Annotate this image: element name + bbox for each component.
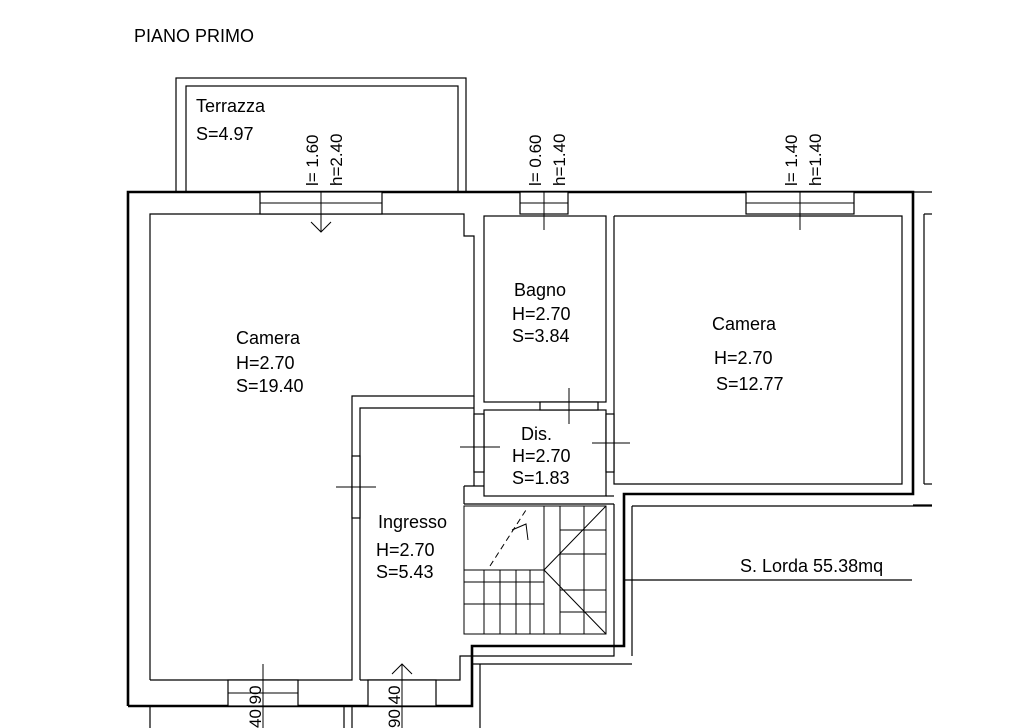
door-dis-right [592,413,630,473]
lower-right-outline [149,505,932,728]
opening-height: h=1.40 [550,134,569,186]
window-bagno [519,191,569,230]
opening-width: l= 0.60 [526,134,545,186]
opening-height: h=2.40 [327,134,346,186]
dim-door-bottom-ingresso: 90 40 [385,685,404,728]
room-name: Dis. [521,424,552,444]
room-area: S=3.84 [512,326,570,346]
opening-height: h=1.40 [806,134,825,186]
dim-window-terrace: l= 1.60 h=2.40 [303,134,346,186]
door-bottom-ingresso [367,663,437,728]
room-name: Camera [712,314,777,334]
room-bagno: Bagno H=2.70 S=3.84 [512,280,571,346]
gross-area-label: S. Lorda 55.38mq [740,556,883,576]
door-dis-bagno [539,388,599,424]
door-dis-left [460,413,500,473]
dim-window-bottom-left: 40 90 [246,685,265,728]
room-height: H=2.70 [376,540,435,560]
room-height: H=2.70 [714,348,773,368]
window-terrace [259,191,383,233]
room-area: S=4.97 [196,124,254,144]
room-camera-left: Camera H=2.70 S=19.40 [236,328,304,396]
dim-window-bagno: l= 0.60 h=1.40 [526,134,569,186]
dim-window-camera-right: l= 1.40 h=1.40 [782,134,825,186]
window-bottom-left [227,664,299,728]
exterior-walls [126,190,932,708]
staircase [463,505,607,635]
room-height: H=2.70 [512,446,571,466]
room-area: S=19.40 [236,376,304,396]
opening-dimension: 40 90 [246,685,265,728]
room-name: Ingresso [378,512,447,532]
room-camera-right: Camera H=2.70 S=12.77 [712,314,784,394]
room-area: S=5.43 [376,562,434,582]
room-dis: Dis. H=2.70 S=1.83 [512,424,571,488]
opening-width: l= 1.40 [782,134,801,186]
room-name: Bagno [514,280,566,300]
room-name: Camera [236,328,301,348]
room-height: H=2.70 [236,353,295,373]
room-height: H=2.70 [512,304,571,324]
room-area: S=12.77 [716,374,784,394]
plan-title: PIANO PRIMO [134,26,254,46]
room-terrazza: Terrazza S=4.97 [196,96,266,144]
door-ingresso-camera [336,455,376,519]
room-area: S=1.83 [512,468,570,488]
opening-dimension: 90 40 [385,685,404,728]
window-camera-right [745,191,855,230]
room-ingresso: Ingresso H=2.70 S=5.43 [376,512,447,582]
opening-width: l= 1.60 [303,134,322,186]
room-name: Terrazza [196,96,266,116]
